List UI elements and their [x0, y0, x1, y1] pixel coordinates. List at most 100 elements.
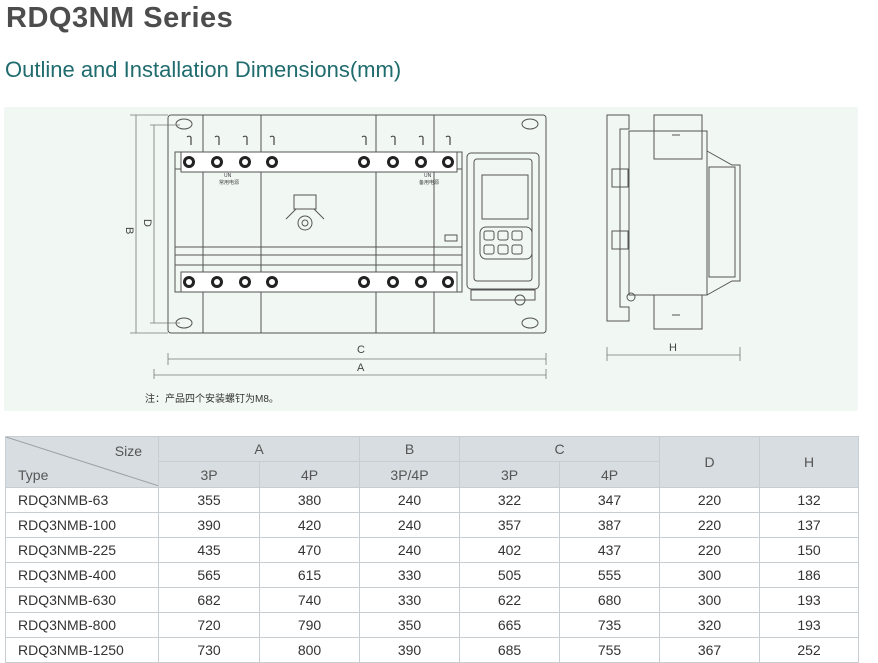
cell-d: 367 — [659, 637, 760, 663]
cell-a3: 565 — [158, 562, 260, 588]
cell-type: RDQ3NMB-225 — [5, 537, 159, 563]
header-a: A — [158, 436, 360, 462]
outline-drawing-svg: C A B D H 常用电源 UN 备用电源 UN — [123, 114, 741, 379]
header-d: D — [659, 436, 760, 488]
cell-a4: 800 — [259, 637, 360, 663]
cell-a3: 435 — [158, 537, 260, 563]
cell-a3: 355 — [158, 487, 260, 513]
cell-h: 150 — [759, 537, 859, 563]
cell-b: 240 — [359, 512, 460, 538]
panel-label-right: 备用电源 — [419, 179, 439, 186]
dim-label-h: H — [669, 342, 677, 354]
cell-c3: 322 — [459, 487, 560, 513]
cell-a3: 682 — [158, 587, 260, 613]
cell-c4: 437 — [559, 537, 660, 563]
mount-hole-icon — [521, 317, 539, 329]
cell-c4: 755 — [559, 637, 660, 663]
header-b-3p4p: 3P/4P — [359, 461, 460, 488]
cell-c4: 347 — [559, 487, 660, 513]
cell-a4: 615 — [259, 562, 360, 588]
dim-label-c: C — [357, 344, 365, 356]
dim-label-b: B — [123, 227, 135, 234]
cell-c4: 735 — [559, 612, 660, 638]
cell-d: 300 — [659, 562, 760, 588]
mount-hole-icon — [175, 118, 193, 130]
cell-h: 252 — [759, 637, 859, 663]
cell-type: RDQ3NMB-400 — [5, 562, 159, 588]
table-row: RDQ3NMB-400 565 615 330 505 555 300 186 — [5, 562, 859, 588]
cell-b: 240 — [359, 487, 460, 513]
cell-type: RDQ3NMB-630 — [5, 587, 159, 613]
cell-type: RDQ3NMB-63 — [5, 487, 159, 513]
cell-b: 390 — [359, 637, 460, 663]
cell-a4: 790 — [259, 612, 360, 638]
cell-c3: 505 — [459, 562, 560, 588]
cell-d: 300 — [659, 587, 760, 613]
panel-label-left: 常用电源 — [219, 179, 239, 186]
cell-b: 350 — [359, 612, 460, 638]
table-corner-header: Size Type — [5, 436, 159, 488]
header-a-4p: 4P — [259, 461, 360, 488]
table-row: RDQ3NMB-100 390 420 240 357 387 220 137 — [5, 512, 859, 538]
cell-a4: 420 — [259, 512, 360, 538]
dim-label-a: A — [357, 362, 365, 374]
dimensions-table: Size Type A B C D H 3P 4P 3P/4P 3P 4P RD… — [5, 436, 859, 663]
header-c-4p: 4P — [559, 461, 660, 488]
cell-d: 320 — [659, 612, 760, 638]
cell-type: RDQ3NMB-1250 — [5, 637, 159, 663]
cell-d: 220 — [659, 537, 760, 563]
cell-c4: 555 — [559, 562, 660, 588]
cell-a4: 470 — [259, 537, 360, 563]
cell-type: RDQ3NMB-100 — [5, 512, 159, 538]
panel-tag-right: UN — [424, 173, 432, 179]
cell-c3: 665 — [459, 612, 560, 638]
page-title: RDQ3NM Series — [6, 2, 234, 34]
cell-a3: 720 — [158, 612, 260, 638]
cell-h: 186 — [759, 562, 859, 588]
panel-tag-left: UN — [224, 173, 232, 179]
size-label: Size — [114, 443, 142, 459]
controller-module — [466, 152, 540, 290]
cell-c4: 680 — [559, 587, 660, 613]
type-label: Type — [18, 467, 49, 483]
cell-b: 330 — [359, 562, 460, 588]
cell-b: 240 — [359, 537, 460, 563]
cell-c4: 387 — [559, 512, 660, 538]
header-h: H — [759, 436, 859, 488]
cell-d: 220 — [659, 487, 760, 513]
cell-c3: 402 — [459, 537, 560, 563]
cell-a3: 730 — [158, 637, 260, 663]
handle-emblem-icon — [293, 194, 317, 210]
cell-c3: 685 — [459, 637, 560, 663]
header-c: C — [459, 436, 660, 462]
table-row: RDQ3NMB-225 435 470 240 402 437 220 150 — [5, 537, 859, 563]
handle-knob-icon — [297, 215, 313, 231]
cell-h: 193 — [759, 587, 859, 613]
controller-display — [481, 174, 529, 220]
page-subtitle: Outline and Installation Dimensions(mm) — [5, 57, 402, 82]
dim-label-d: D — [141, 219, 153, 227]
header-c-3p: 3P — [459, 461, 560, 488]
cell-h: 132 — [759, 487, 859, 513]
cell-h: 137 — [759, 512, 859, 538]
table-row: RDQ3NMB-63 355 380 240 322 347 220 132 — [5, 487, 859, 513]
side-bracket — [606, 114, 630, 322]
switch-body — [174, 151, 463, 293]
cell-a4: 380 — [259, 487, 360, 513]
installation-note: 注：产品四个安装螺钉为M8。 — [145, 394, 279, 405]
cell-c3: 622 — [459, 587, 560, 613]
cell-a4: 740 — [259, 587, 360, 613]
mounting-plate — [167, 114, 547, 334]
cell-type: RDQ3NMB-800 — [5, 612, 159, 638]
cell-a3: 390 — [158, 512, 260, 538]
cell-b: 330 — [359, 587, 460, 613]
header-a-3p: 3P — [158, 461, 260, 488]
outline-drawing: C A B D H 常用电源 UN 备用电源 UN 注：产品四个安装螺钉为M8。 — [4, 107, 858, 411]
cell-d: 220 — [659, 512, 760, 538]
table-row: RDQ3NMB-630 682 740 330 622 680 300 193 — [5, 587, 859, 613]
cell-h: 193 — [759, 612, 859, 638]
mount-hole-icon — [521, 118, 539, 130]
cell-c3: 357 — [459, 512, 560, 538]
header-b: B — [359, 436, 460, 462]
table-row: RDQ3NMB-800 720 790 350 665 735 320 193 — [5, 612, 859, 638]
